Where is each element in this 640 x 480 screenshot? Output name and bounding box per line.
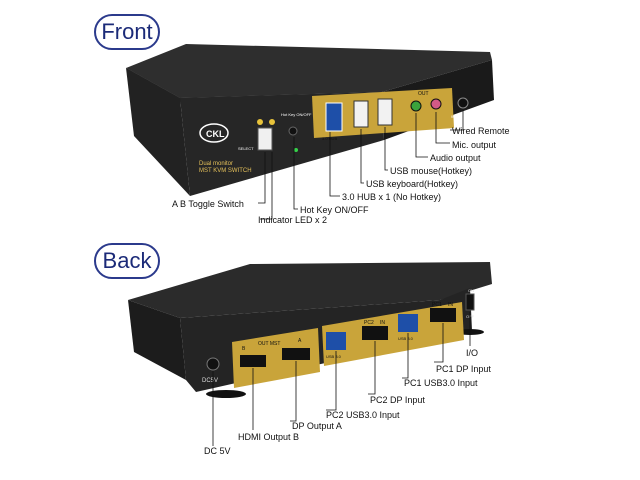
- back-gold-in-panel: [322, 302, 464, 366]
- back-pc1-dp-port: [430, 308, 456, 322]
- front-usb30-port: [325, 102, 343, 132]
- back-pc2-usb-port: [326, 332, 346, 350]
- back-power-switch: [465, 293, 475, 311]
- callout-usb-keyboard: USB keyboard(Hotkey): [366, 179, 459, 189]
- callout-dc5v: DC 5V: [204, 446, 231, 456]
- svg-text:Hot Key ON/OFF: Hot Key ON/OFF: [281, 112, 312, 117]
- callout-pc2-usb: PC2 USB3.0 Input: [326, 410, 400, 420]
- callout-hdmi-output-b: HDMI Output B: [238, 432, 300, 442]
- callout-dp-output-a: DP Output A: [292, 421, 342, 431]
- callout-audio-output: Audio output: [430, 153, 481, 163]
- back-gold-out-panel: [232, 328, 320, 388]
- front-toggle-switch: [257, 127, 273, 151]
- callout-wired-remote: Wired Remote: [452, 126, 510, 136]
- ckl-logo: [199, 123, 229, 143]
- callout-ab-toggle: A B Toggle Switch: [172, 199, 244, 209]
- svg-text:Dual monitor: Dual monitor: [199, 161, 233, 167]
- back-section-label: Back: [94, 243, 160, 279]
- front-usb-mouse-port: [377, 98, 393, 126]
- svg-text:B: B: [242, 346, 246, 352]
- callout-usb-hub: 3.0 HUB x 1 (No Hotkey): [342, 192, 442, 202]
- svg-text:A: A: [298, 338, 302, 344]
- callout-io: I/O: [466, 348, 479, 358]
- back-dc-jack: [206, 357, 220, 371]
- callout-mic-output: Mic. output: [452, 140, 497, 150]
- svg-text:OUT MST: OUT MST: [258, 341, 280, 347]
- front-section-label: Front: [94, 14, 160, 50]
- back-dp-out-port: [282, 348, 310, 360]
- svg-text:DC5V: DC5V: [202, 378, 218, 384]
- callout-pc1-dp: PC1 DP Input: [436, 364, 491, 374]
- back-pc2-dp-port: [362, 326, 388, 340]
- svg-text:PC1: PC1: [432, 302, 442, 308]
- back-pc1-usb-port: [398, 314, 418, 332]
- front-usb-keyboard-port: [353, 100, 369, 128]
- callout-indicator-led: Indicator LED x 2: [258, 215, 328, 225]
- svg-text:USB 3.0: USB 3.0: [326, 354, 342, 359]
- svg-text:SELECT: SELECT: [238, 146, 254, 151]
- callout-pc1-usb: PC1 USB3.0 Input: [404, 378, 478, 388]
- back-hdmi-port: [240, 355, 266, 367]
- svg-text:ON: ON: [468, 288, 474, 293]
- front-audio-jack: [410, 100, 422, 112]
- front-hotkey-button: [288, 126, 298, 136]
- svg-text:IN: IN: [448, 302, 453, 308]
- svg-text:CKL: CKL: [206, 129, 225, 139]
- svg-text:Wired Remote: Wired Remote: [451, 114, 477, 119]
- callout-usb-mouse: USB mouse(Hotkey): [390, 166, 473, 176]
- svg-text:OUT: OUT: [418, 91, 429, 97]
- front-remote-port: [457, 97, 469, 109]
- svg-text:PC2: PC2: [364, 320, 374, 326]
- svg-text:MST KVM SWITCH: MST KVM SWITCH: [199, 168, 252, 174]
- svg-text:IN: IN: [380, 320, 385, 326]
- svg-text:USB 3.0: USB 3.0: [398, 336, 414, 341]
- callout-hotkey-onoff: Hot Key ON/OFF: [300, 205, 369, 215]
- callout-pc2-dp: PC2 DP Input: [370, 395, 425, 405]
- front-mic-jack: [430, 98, 442, 110]
